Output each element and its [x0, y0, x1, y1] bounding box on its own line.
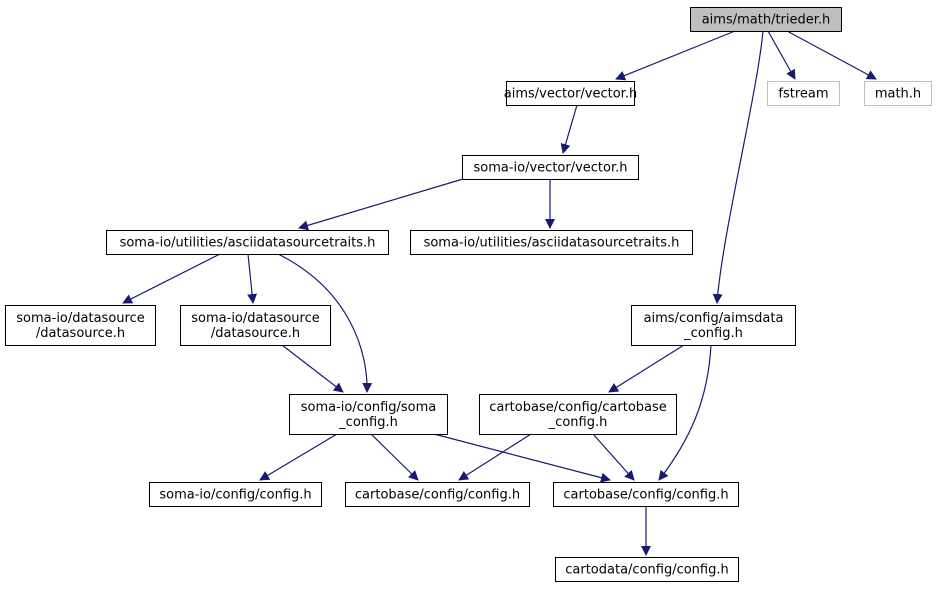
edge-soma-config-to-cartobase-config-1	[370, 433, 419, 481]
nodes-layer: aims/math/trieder.h aims/vector/vector.h f…	[5, 7, 932, 582]
edge-arrow	[370, 433, 419, 481]
edge-arrow	[281, 344, 344, 393]
node-label: fstream	[778, 87, 828, 102]
node-box	[479, 394, 677, 435]
node-label: cartobase/config/cartobase	[489, 400, 667, 415]
node-box	[864, 81, 932, 106]
edge-arrow	[658, 344, 712, 481]
edge-datasource-2-to-soma-config	[281, 344, 344, 393]
edge-arrow	[560, 104, 578, 154]
node-datasource-1[interactable]: soma-io/datasource/datasource.h	[5, 305, 156, 346]
node-box	[106, 230, 389, 255]
node-box	[5, 305, 156, 346]
edge-arrow	[247, 253, 258, 304]
node-label: _config.h	[683, 326, 743, 341]
node-trieder[interactable]: aims/math/trieder.h	[690, 7, 842, 32]
node-box	[506, 81, 635, 106]
edge-arrow	[433, 433, 611, 483]
node-box	[555, 557, 739, 582]
node-cartobase-config-cb[interactable]: cartobase/config/cartobase_config.h	[479, 394, 677, 435]
node-label: soma-io/config/soma	[301, 400, 437, 415]
node-label: soma-io/utilities/asciidatasourcetraits.…	[120, 236, 376, 251]
node-box	[149, 482, 322, 507]
edge-arrow	[458, 433, 532, 481]
edge-trieder-to-aims-vector	[615, 30, 736, 81]
edge-aimsdata-config-to-cartobase-config-2	[658, 344, 712, 481]
edge-cartobase-config-cb-to-cartobase-config-1	[458, 433, 532, 481]
node-box	[631, 305, 796, 346]
edge-ascii-1-to-datasource-1	[122, 253, 221, 304]
edge-somaio-vector-to-ascii-1	[298, 178, 464, 231]
node-datasource-2[interactable]: soma-io/datasource/datasource.h	[180, 305, 331, 346]
node-label: _config.h	[338, 415, 398, 430]
edge-trieder-to-math	[786, 30, 877, 80]
node-label: cartobase/config/config.h	[563, 488, 728, 503]
node-label: aims/math/trieder.h	[702, 13, 831, 28]
node-somaio-config[interactable]: soma-io/config/config.h	[149, 482, 322, 507]
edge-arrow	[592, 433, 635, 481]
node-label: soma-io/utilities/asciidatasourcetraits.…	[424, 236, 680, 251]
node-label: aims/vector/vector.h	[504, 87, 637, 102]
edge-arrow	[298, 178, 464, 231]
node-label: soma-io/config/config.h	[159, 488, 311, 503]
node-aims-vector[interactable]: aims/vector/vector.h	[504, 81, 637, 106]
edge-soma-config-to-somaio-config	[259, 433, 338, 481]
node-soma-config[interactable]: soma-io/config/soma_config.h	[289, 394, 448, 435]
edge-arrow	[259, 433, 338, 481]
node-label: soma-io/datasource	[191, 311, 319, 326]
node-cartobase-config-1[interactable]: cartobase/config/config.h	[345, 482, 530, 507]
node-math: math.h	[864, 81, 932, 106]
node-box	[690, 7, 842, 32]
edge-arrow	[277, 253, 373, 393]
node-box	[345, 482, 530, 507]
node-ascii-2[interactable]: soma-io/utilities/asciidatasourcetraits.…	[410, 230, 693, 255]
edge-ascii-1-to-soma-config	[277, 253, 373, 393]
edge-arrow	[712, 30, 764, 304]
node-label: cartodata/config/config.h	[565, 563, 728, 578]
edge-ascii-1-to-datasource-2	[247, 253, 258, 304]
edge-arrow	[786, 30, 877, 80]
node-label: soma-io/vector/vector.h	[473, 161, 627, 176]
node-box	[410, 230, 693, 255]
node-somaio-vector[interactable]: soma-io/vector/vector.h	[462, 155, 639, 180]
node-label: /datasource.h	[36, 326, 125, 341]
node-box	[462, 155, 639, 180]
edge-arrow	[615, 30, 736, 81]
edge-cartobase-config-cb-to-cartobase-config-2	[592, 433, 635, 481]
node-box	[180, 305, 331, 346]
node-label: /datasource.h	[211, 326, 300, 341]
edge-aimsdata-config-to-cartobase-config-cb	[608, 344, 685, 393]
node-label: aims/config/aimsdata	[644, 311, 784, 326]
node-label: math.h	[875, 87, 921, 102]
node-box	[553, 482, 739, 507]
edge-soma-config-to-cartobase-config-2	[433, 433, 611, 483]
edges-layer	[122, 30, 877, 556]
edge-arrow	[608, 344, 685, 393]
node-box	[767, 81, 840, 106]
node-aimsdata-config[interactable]: aims/config/aimsdata_config.h	[631, 305, 796, 346]
node-box	[289, 394, 448, 435]
edge-trieder-to-aimsdata-config	[712, 30, 764, 304]
edge-trieder-to-fstream	[767, 30, 796, 80]
node-label: cartobase/config/config.h	[355, 488, 520, 503]
edge-aims-vector-to-somaio-vector	[560, 104, 578, 154]
node-cartodata-config[interactable]: cartodata/config/config.h	[555, 557, 739, 582]
node-label: soma-io/datasource	[16, 311, 144, 326]
node-label: _config.h	[548, 415, 608, 430]
node-fstream: fstream	[767, 81, 840, 106]
edge-arrow	[767, 30, 796, 80]
edge-arrow	[122, 253, 221, 304]
node-cartobase-config-2[interactable]: cartobase/config/config.h	[553, 482, 739, 507]
node-ascii-1[interactable]: soma-io/utilities/asciidatasourcetraits.…	[106, 230, 389, 255]
